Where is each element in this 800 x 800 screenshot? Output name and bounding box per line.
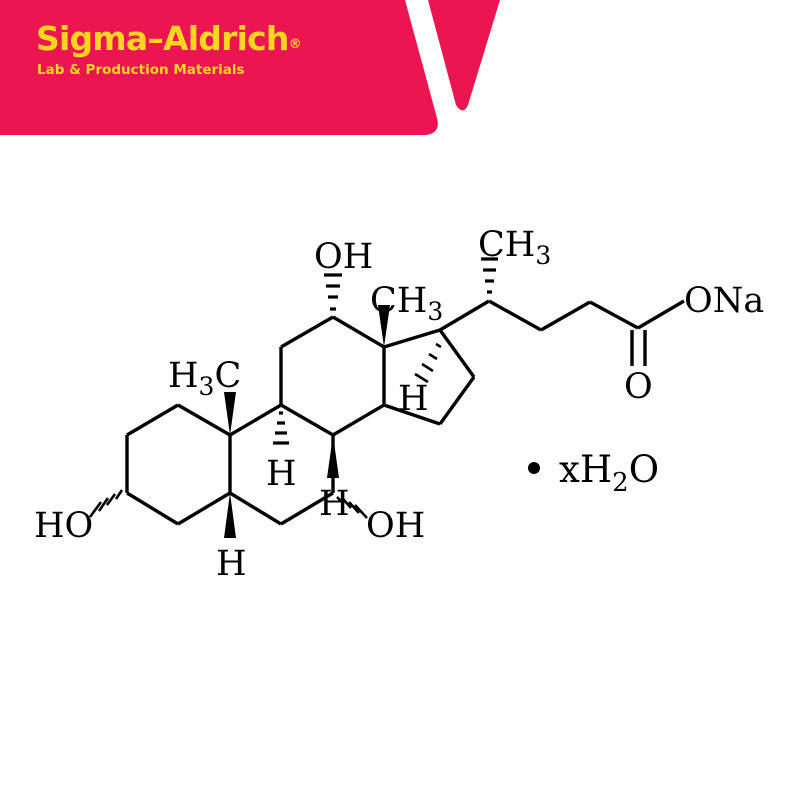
label-c7-hydroxyl: OH — [366, 506, 425, 546]
label-carboxylate-sodium: ONa — [684, 281, 764, 321]
banner-v-wing-shape — [428, 0, 500, 111]
label-hydrate-formula: xH2O — [559, 448, 659, 498]
side-chain-bonds — [439, 299, 685, 332]
label-c12-hydroxyl: OH — [314, 237, 373, 277]
ring-c-bonds — [279, 315, 386, 437]
brand-tagline: Lab & Production Materials — [37, 62, 245, 78]
brand-wordmark-text: Sigma–Aldrich — [36, 19, 289, 58]
c8-hydrogen-solid-wedge — [327, 435, 339, 478]
label-c3-hydroxyl: HO — [34, 506, 93, 546]
label-c14-hydrogen: H — [398, 379, 429, 419]
label-carbonyl-oxygen: O — [624, 367, 653, 407]
brand-wordmark: Sigma–Aldrich® — [36, 22, 302, 55]
c10-methyl-solid-wedge — [224, 392, 236, 435]
label-c9-hydrogen: H — [266, 454, 297, 494]
carbonyl-double-bond — [630, 330, 647, 366]
c14-hydrogen-hashed-wedge — [414, 342, 442, 384]
c20-methyl-hashed-wedge — [481, 257, 498, 294]
hydrate-separator-dot — [528, 462, 540, 474]
c13-methyl-solid-wedge — [378, 305, 390, 347]
banner-main-shape — [0, 0, 438, 135]
c9-hydrogen-hashed-wedge — [273, 411, 289, 445]
label-c8-hydrogen: H — [319, 484, 350, 524]
label-c18-methyl: CH3 — [370, 281, 443, 326]
logo-shape-svg — [0, 0, 500, 135]
c7-hydroxyl-hashed-wedge — [336, 496, 368, 519]
ring-a-bonds — [125, 403, 232, 526]
registered-trademark-icon: ® — [288, 37, 302, 52]
ring-d-bonds — [383, 328, 476, 426]
label-c5-hydrogen: H — [216, 544, 247, 584]
label-c21-methyl: CH3 — [478, 225, 551, 270]
c3-hydroxyl-hashed-wedge — [88, 489, 124, 518]
label-c19-methyl: H3C — [168, 356, 241, 401]
c12-hydroxyl-hashed-wedge — [324, 273, 342, 311]
c5-hydrogen-solid-wedge — [224, 493, 236, 538]
sigma-aldrich-logo[interactable]: Sigma–Aldrich® Lab & Production Material… — [0, 0, 520, 160]
